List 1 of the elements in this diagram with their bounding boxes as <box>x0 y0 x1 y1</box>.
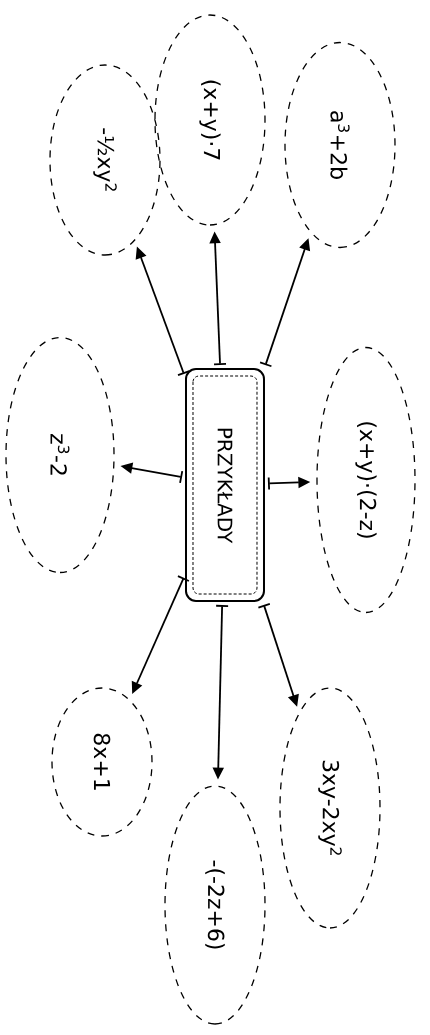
title-box: PRZYKŁADY <box>185 368 265 602</box>
